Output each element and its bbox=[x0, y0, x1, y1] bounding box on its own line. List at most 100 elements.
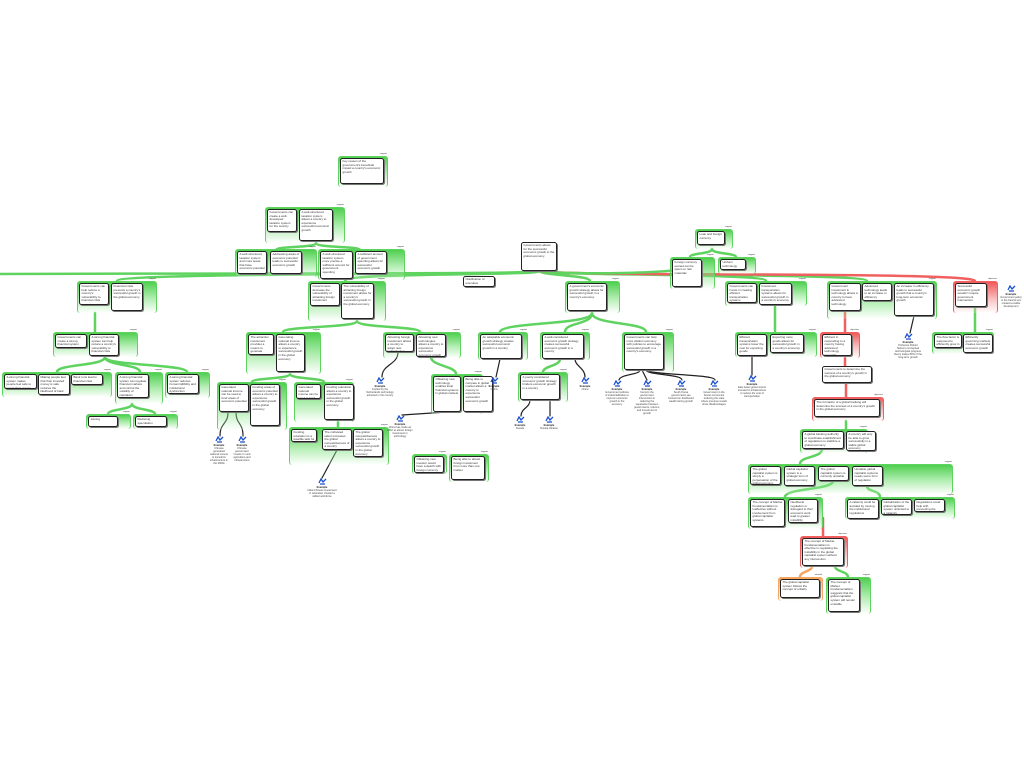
claim-box[interactable]: Successful economic growth wouldn't requ… bbox=[955, 283, 987, 307]
claim-box[interactable]: Loan and foreign currency bbox=[697, 231, 725, 245]
claim-box[interactable]: Uniform technology bbox=[720, 259, 746, 270]
claim-box[interactable]: The vulnerability of attracting foreign … bbox=[341, 283, 374, 319]
claim-box[interactable]: A poorly considered economic growth stra… bbox=[520, 374, 560, 400]
claim-box[interactable]: Obtaining new investor would have a dear… bbox=[414, 456, 444, 473]
claim-box[interactable]: A country will only be able to grow succ… bbox=[846, 431, 876, 451]
claim-box[interactable]: A well-structured taxation system and mo… bbox=[237, 251, 267, 274]
claim-box[interactable]: A well-structured taxation system allows… bbox=[299, 209, 333, 241]
claim-box[interactable]: Funding education is a feasible task for… bbox=[291, 429, 317, 442]
claim-box[interactable]: Being able to attract foreign investment… bbox=[451, 456, 485, 480]
example-icon bbox=[580, 377, 589, 384]
claim-box[interactable]: Investment transportation systems allows… bbox=[759, 283, 792, 305]
claim-box[interactable]: A strong financial system makes people f… bbox=[4, 374, 37, 389]
claim-box[interactable]: Exporting more goods allows for successf… bbox=[770, 334, 804, 353]
claim-box[interactable]: Efficiently governing markets creates su… bbox=[963, 334, 993, 353]
claim-box[interactable]: Making people feel that their invested m… bbox=[38, 374, 70, 395]
example-text: China bbox=[581, 388, 589, 391]
claim-box[interactable]: The global capitalist system is simply a… bbox=[750, 466, 781, 485]
claim-box[interactable]: Government investment in technology allo… bbox=[829, 283, 861, 311]
claim-box[interactable]: Governments can help reduce a country's … bbox=[79, 283, 109, 305]
claim-box[interactable]: A well-structured taxation system more p… bbox=[320, 251, 353, 279]
claim-box[interactable]: Governments can help more distinct econo… bbox=[624, 334, 664, 370]
claim-box[interactable]: A global banking authority to coordinate… bbox=[802, 431, 844, 449]
claim-box[interactable]: The formation of a global banking will d… bbox=[814, 399, 880, 417]
claim-box[interactable]: Generated national income can be used to… bbox=[296, 384, 321, 399]
group-type-label: support bbox=[611, 278, 619, 280]
claim-box[interactable]: The concept of Market Fundamentalism is … bbox=[802, 538, 844, 566]
claim-box[interactable]: Efficient transportation systems lower t… bbox=[737, 334, 767, 356]
group-type-label: support bbox=[154, 369, 162, 371]
claim-box[interactable]: Governments decrease the vulnerability o… bbox=[310, 283, 340, 306]
claim-box[interactable]: Unstable global capitalist systems needs… bbox=[852, 466, 883, 486]
claim-box[interactable]: The flow factor is supposed to efficient… bbox=[934, 334, 962, 348]
claim-box[interactable]: The cultivated talent increases the glob… bbox=[322, 429, 352, 450]
claim-box[interactable]: Key reason of the government's beneficia… bbox=[340, 158, 384, 184]
claim-box[interactable]: Globalization of the global capitalist s… bbox=[881, 499, 912, 515]
claim-box[interactable]: The global competitiveness allows a coun… bbox=[353, 429, 383, 457]
claim-box[interactable]: Governments allows for the successful ec… bbox=[521, 242, 557, 271]
claim-box[interactable]: The concept of Market Fundamentalism sug… bbox=[828, 579, 860, 612]
claim-box[interactable]: A strong financial system can help reduc… bbox=[89, 334, 119, 356]
claim-box[interactable]: The concept of Market Fundamentalism is … bbox=[750, 499, 785, 527]
claim-box[interactable]: The global capitalist system is currentl… bbox=[818, 466, 849, 481]
group-type-label: support bbox=[747, 254, 755, 256]
example-icon bbox=[375, 377, 384, 384]
claim-box[interactable]: Governments can invest in creating effic… bbox=[727, 283, 757, 303]
support-group[interactable] bbox=[748, 464, 953, 494]
group-type-label: support bbox=[122, 411, 130, 413]
claim-box[interactable]: A strong financial system reduces human … bbox=[167, 374, 199, 394]
claim-box[interactable]: Efficient in responding to a country hav… bbox=[822, 334, 852, 356]
claim-box[interactable]: Being able to compete in global market a… bbox=[463, 376, 493, 412]
claim-box[interactable]: A strong financial system can regulate f… bbox=[117, 374, 149, 398]
claim-box[interactable]: Funding areas of economic potential allo… bbox=[250, 384, 280, 426]
claim-box[interactable]: Clarification of executive bbox=[463, 276, 495, 287]
claim-box[interactable]: Addressing areas of economic potential l… bbox=[270, 251, 302, 274]
claim-box[interactable]: The attraction investment provides a mea… bbox=[248, 334, 274, 355]
claim-box[interactable]: Attracting new technologies allows a cou… bbox=[416, 334, 446, 357]
claim-box[interactable]: Generated national income can be used to… bbox=[219, 384, 249, 412]
claim-box[interactable]: Financial crisis prevents a country's su… bbox=[111, 283, 143, 311]
example-text: Kenya's the government intervention in r… bbox=[634, 391, 660, 415]
claim-box[interactable]: A calamity could be avoided by moving th… bbox=[847, 499, 879, 519]
claim-box[interactable]: Global capitalist system is a strategic … bbox=[784, 466, 815, 486]
claim-box[interactable]: Reducing speculation bbox=[135, 416, 167, 427]
claim-box[interactable]: Attracting foreign investment allows a c… bbox=[385, 334, 414, 352]
claim-box[interactable]: Governments to determine the success of … bbox=[822, 366, 872, 383]
example-text: Implied by the Netherlands technology at… bbox=[366, 388, 394, 397]
claim-box[interactable]: Advanced technology leads to an increase… bbox=[862, 283, 892, 301]
claim-box[interactable]: Obtaining new technology enables local f… bbox=[433, 376, 461, 412]
group-type-label: support bbox=[862, 574, 870, 576]
example-label: Example bbox=[374, 385, 386, 388]
claim-box[interactable]: Generating national income allows a coun… bbox=[276, 334, 305, 372]
claim-box[interactable]: Foreign currency earned can be spent on … bbox=[672, 259, 702, 287]
claim-box[interactable]: A sufficient amount of government spendi… bbox=[355, 251, 387, 274]
claim-box[interactable]: Joining bbox=[88, 416, 118, 427]
claim-box[interactable]: A government's economic growth strategy … bbox=[567, 283, 607, 311]
claim-box[interactable]: The global capitalist system follows the… bbox=[780, 579, 820, 598]
claim-box[interactable]: Governments can create a well-developed … bbox=[267, 209, 297, 232]
claim-box[interactable]: Funding education allows a country to ex… bbox=[324, 384, 354, 420]
claim-box[interactable]: Neoliberal regulation or disregard to th… bbox=[788, 499, 818, 523]
claim-box[interactable]: A well-considered economic growth strate… bbox=[542, 334, 584, 359]
claim-box[interactable]: Bank runs lead to financial crisis bbox=[71, 374, 103, 385]
claim-box[interactable]: An adaptable economic growth strategy cr… bbox=[480, 334, 522, 359]
claim-box[interactable]: An increase in efficiency leads to succe… bbox=[894, 283, 934, 316]
claim-box[interactable]: Governments can create a strong financia… bbox=[55, 334, 87, 348]
claim-box[interactable]: Regulations could help with preventing t… bbox=[914, 499, 945, 512]
